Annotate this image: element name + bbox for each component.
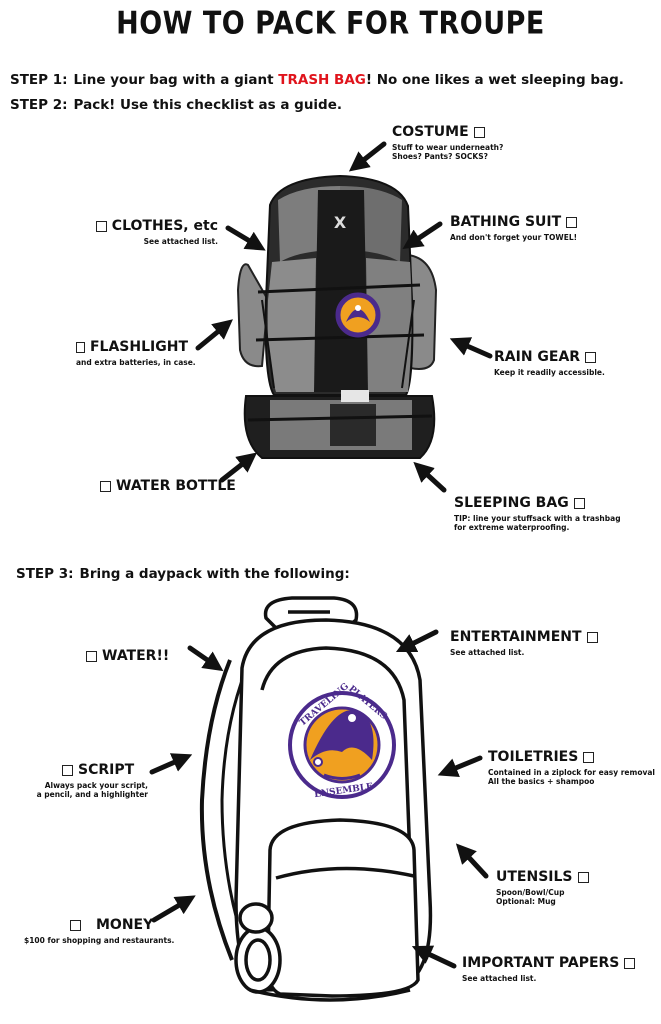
- sleeping-bag-checkbox[interactable]: [573, 497, 585, 509]
- item-flashlight: FLASHLIGHT and extra batteries, in case.: [76, 339, 196, 367]
- step-3: STEP 3: Bring a daypack with the followin…: [16, 566, 350, 582]
- item-bathing-suit: BATHING SUIT And don't forget your TOWEL…: [450, 214, 578, 242]
- item-water: WATER!!: [86, 649, 169, 664]
- entertainment-note: See attached list.: [450, 647, 525, 657]
- toiletries-checkbox[interactable]: [583, 751, 595, 763]
- utensils-label: UTENSILS: [496, 869, 573, 885]
- backpack-arrows: [195, 141, 493, 493]
- costume-label: COSTUME: [392, 124, 469, 140]
- script-checkbox[interactable]: [62, 764, 73, 776]
- step-3-text: Bring a daypack with the following:: [79, 566, 350, 582]
- step-2: STEP 2: Pack! Use this checklist as a gui…: [10, 97, 342, 113]
- item-water-bottle: WATER BOTTLE: [100, 479, 236, 494]
- script-note-2: a pencil, and a highlighter: [36, 790, 148, 800]
- item-money: MONEY $100 for shopping and restaurants.: [24, 918, 174, 945]
- step-1: STEP 1: Line your bag with a giant TRASH …: [10, 72, 624, 88]
- step-1-label: STEP 1:: [10, 72, 68, 88]
- bathing-suit-checkbox[interactable]: [566, 216, 578, 228]
- flashlight-label: FLASHLIGHT: [89, 339, 188, 355]
- sleeping-bag-label: SLEEPING BAG: [454, 495, 569, 511]
- money-note: $100 for shopping and restaurants.: [24, 935, 175, 945]
- sleeping-bag-note-2: for extreme waterproofing.: [454, 523, 570, 533]
- utensils-note-2: Optional: Mug: [496, 897, 556, 907]
- water-bottle-label: WATER BOTTLE: [116, 478, 236, 494]
- hiking-backpack-image: X: [236, 174, 438, 459]
- page-title: HOW TO PACK FOR TROUPE: [116, 5, 545, 42]
- flashlight-note: and extra batteries, in case.: [76, 357, 196, 367]
- utensils-checkbox[interactable]: [577, 871, 589, 883]
- item-utensils: UTENSILS Spoon/Bowl/Cup Optional: Mug: [496, 870, 589, 906]
- costume-note-2: Shoes? Pants? SOCKS?: [392, 152, 488, 162]
- item-entertainment: ENTERTAINMENT See attached list.: [450, 630, 598, 657]
- rain-gear-label: RAIN GEAR: [494, 349, 581, 365]
- clothes-checkbox[interactable]: [96, 220, 107, 232]
- entertainment-checkbox[interactable]: [586, 631, 598, 643]
- step-1-text: Line your bag with a giant: [73, 72, 274, 88]
- troupe-logo: [288, 691, 396, 799]
- step-2-label: STEP 2:: [10, 97, 68, 113]
- water-bottle-checkbox[interactable]: [100, 480, 111, 492]
- script-label: SCRIPT: [78, 762, 135, 778]
- toiletries-label: TOILETRIES: [488, 749, 579, 765]
- important-papers-label: IMPORTANT PAPERS: [462, 955, 620, 971]
- daypack-arrows: [149, 629, 489, 969]
- item-rain-gear: RAIN GEAR Keep it readily accessible.: [494, 350, 605, 377]
- bathing-suit-note: And don't forget your TOWEL!: [450, 232, 578, 242]
- sleeping-bag-note-1: TIP: line your stuffsack with a trashbag: [454, 513, 621, 523]
- flashlight-checkbox[interactable]: [76, 341, 85, 353]
- step-1-text-end: ! No one likes a wet sleeping bag.: [365, 72, 624, 88]
- water-checkbox[interactable]: [86, 650, 97, 662]
- step-2-text: Pack! Use this checklist as a guide.: [73, 97, 343, 113]
- clothes-note: See attached list.: [143, 236, 218, 246]
- toiletries-note-1: Contained in a ziplock for easy removal: [488, 767, 655, 777]
- svg-text:X: X: [334, 213, 347, 232]
- step-1-highlight: TRASH BAG: [278, 72, 366, 88]
- money-label: MONEY: [96, 917, 154, 933]
- important-papers-note: See attached list.: [462, 973, 537, 983]
- item-costume: COSTUME Stuff to wear underneath? Shoes?…: [392, 125, 503, 161]
- item-script: SCRIPT Always pack your script, a pencil…: [36, 763, 148, 799]
- costume-note-1: Stuff to wear underneath?: [392, 142, 504, 152]
- item-important-papers: IMPORTANT PAPERS See attached list.: [462, 955, 636, 983]
- utensils-note-1: Spoon/Bowl/Cup: [496, 887, 565, 897]
- bathing-suit-label: BATHING SUIT: [450, 214, 562, 230]
- script-note-1: Always pack your script,: [44, 780, 148, 790]
- item-toiletries: TOILETRIES Contained in a ziplock for ea…: [488, 750, 655, 786]
- toiletries-note-2: All the basics + shampoo: [488, 777, 595, 787]
- costume-checkbox[interactable]: [473, 126, 485, 138]
- important-papers-checkbox[interactable]: [624, 957, 636, 969]
- rain-gear-checkbox[interactable]: [585, 351, 597, 363]
- entertainment-label: ENTERTAINMENT: [450, 629, 582, 645]
- rain-gear-note: Keep it readily accessible.: [494, 367, 605, 377]
- water-label: WATER!!: [102, 648, 170, 664]
- clothes-label: CLOTHES, etc: [111, 218, 218, 234]
- step-3-label: STEP 3:: [16, 566, 74, 582]
- item-sleeping-bag: SLEEPING BAG TIP: line your stuffsack wi…: [454, 496, 621, 532]
- item-clothes: CLOTHES, etc See attached list.: [96, 219, 218, 246]
- money-checkbox[interactable]: [70, 919, 81, 931]
